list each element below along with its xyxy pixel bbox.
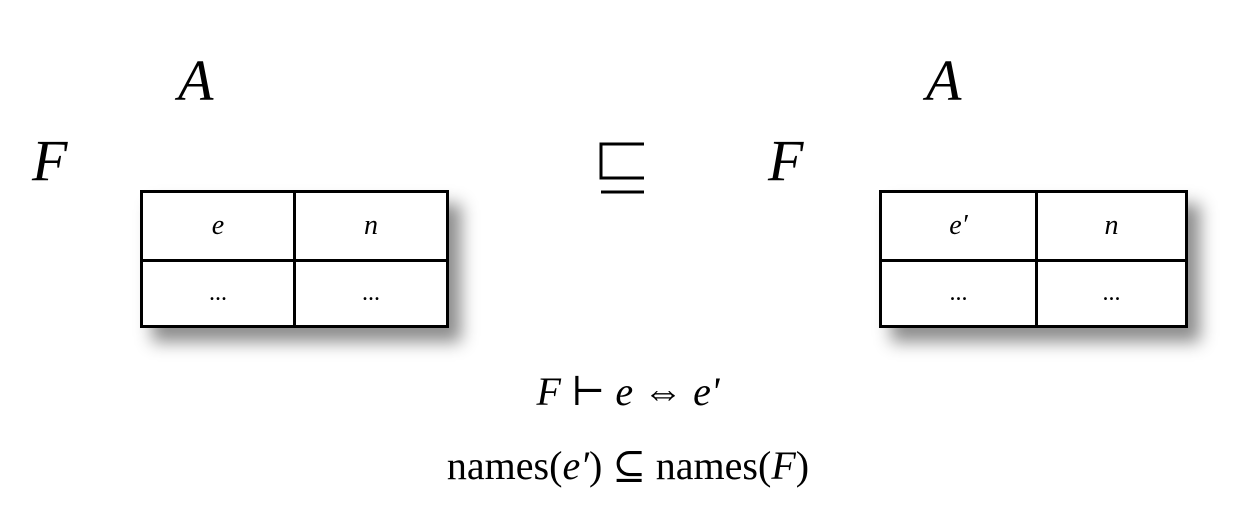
left-header-n: n [364, 210, 378, 241]
turnstile-symbol: ⊢ [570, 369, 606, 414]
names-function-2: names( [655, 443, 772, 488]
names-close-2: ) [795, 443, 810, 488]
left-relation-table: e n ... ... [140, 190, 449, 328]
square-subseteq-symbol [599, 142, 644, 194]
left-attribute-label: A [178, 48, 214, 113]
subseteq-symbol: ⊆ [612, 443, 646, 488]
right-relation-table: e′ n ... ... [879, 190, 1188, 328]
iff-symbol: ⇔ [643, 369, 684, 414]
names-arg-f: F [771, 443, 796, 488]
right-cell-ellipsis-1: ... [949, 280, 968, 306]
names-arg-e-prime: e′ [562, 443, 589, 488]
condition-e: e [615, 369, 634, 414]
left-cell-ellipsis-1: ... [209, 280, 227, 306]
names-close-1: ) [588, 443, 603, 488]
right-header-n: n [1104, 210, 1119, 241]
condition-f: F [536, 369, 561, 414]
names-subset-condition: names(e′) ⊆ names(F) [0, 446, 1256, 486]
left-relation-label: F [32, 128, 68, 193]
table-row-divider [882, 259, 1185, 262]
left-cell-ellipsis-2: ... [362, 280, 380, 306]
table-row-divider [143, 259, 446, 262]
left-header-e: e [211, 210, 225, 241]
equivalence-condition: F ⊢ e ⇔ e' [0, 372, 1256, 412]
names-function-1: names( [446, 443, 563, 488]
condition-e-prime: e' [693, 369, 720, 414]
right-attribute-label: A [926, 48, 962, 113]
right-header-e-prime: e′ [949, 210, 968, 241]
right-cell-ellipsis-2: ... [1102, 280, 1121, 306]
right-relation-label: F [768, 128, 804, 193]
